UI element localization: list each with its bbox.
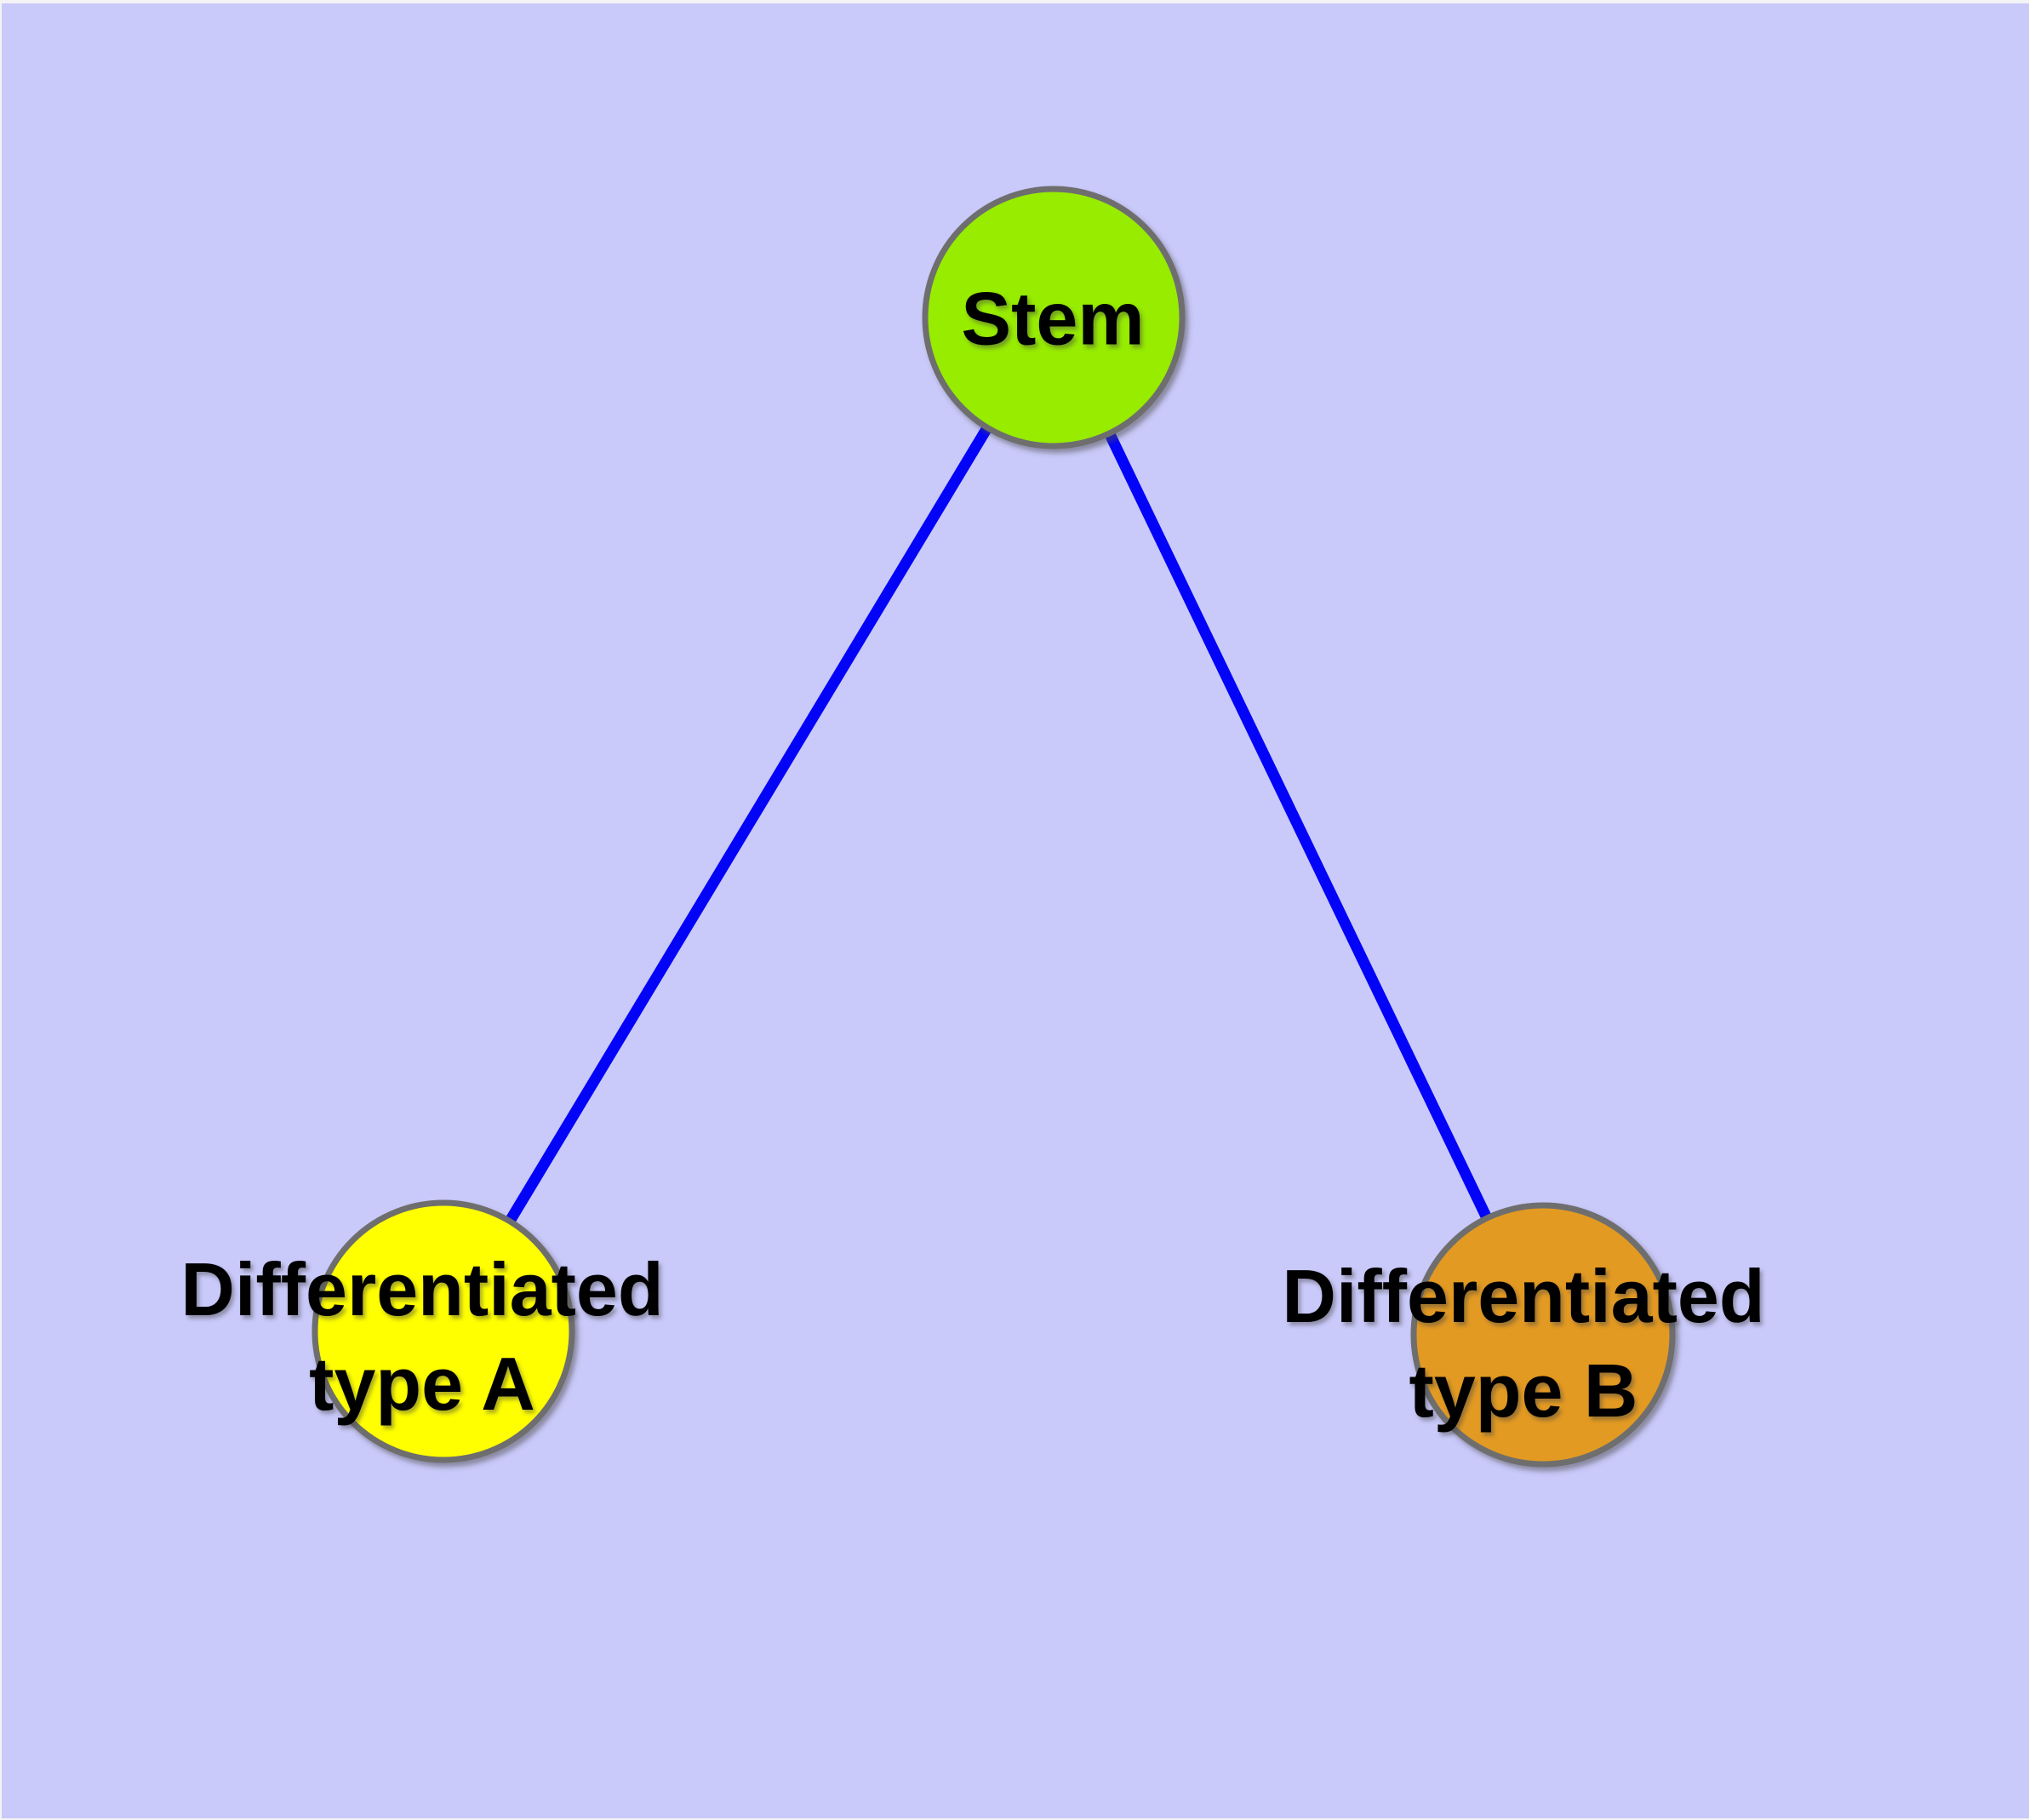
window-edge-left: [0, 0, 2, 1820]
node-circle-differentiated-type-a[interactable]: [311, 1199, 575, 1463]
node-circle-stem[interactable]: [922, 186, 1186, 449]
window-edge-bottom: [0, 1818, 2029, 1820]
window-edge-top: [0, 0, 2029, 3]
node-circle-differentiated-type-b[interactable]: [1410, 1202, 1676, 1468]
edge-stem-to-type-b: [1049, 315, 1548, 1337]
edge-stem-to-type-a: [438, 314, 1059, 1335]
